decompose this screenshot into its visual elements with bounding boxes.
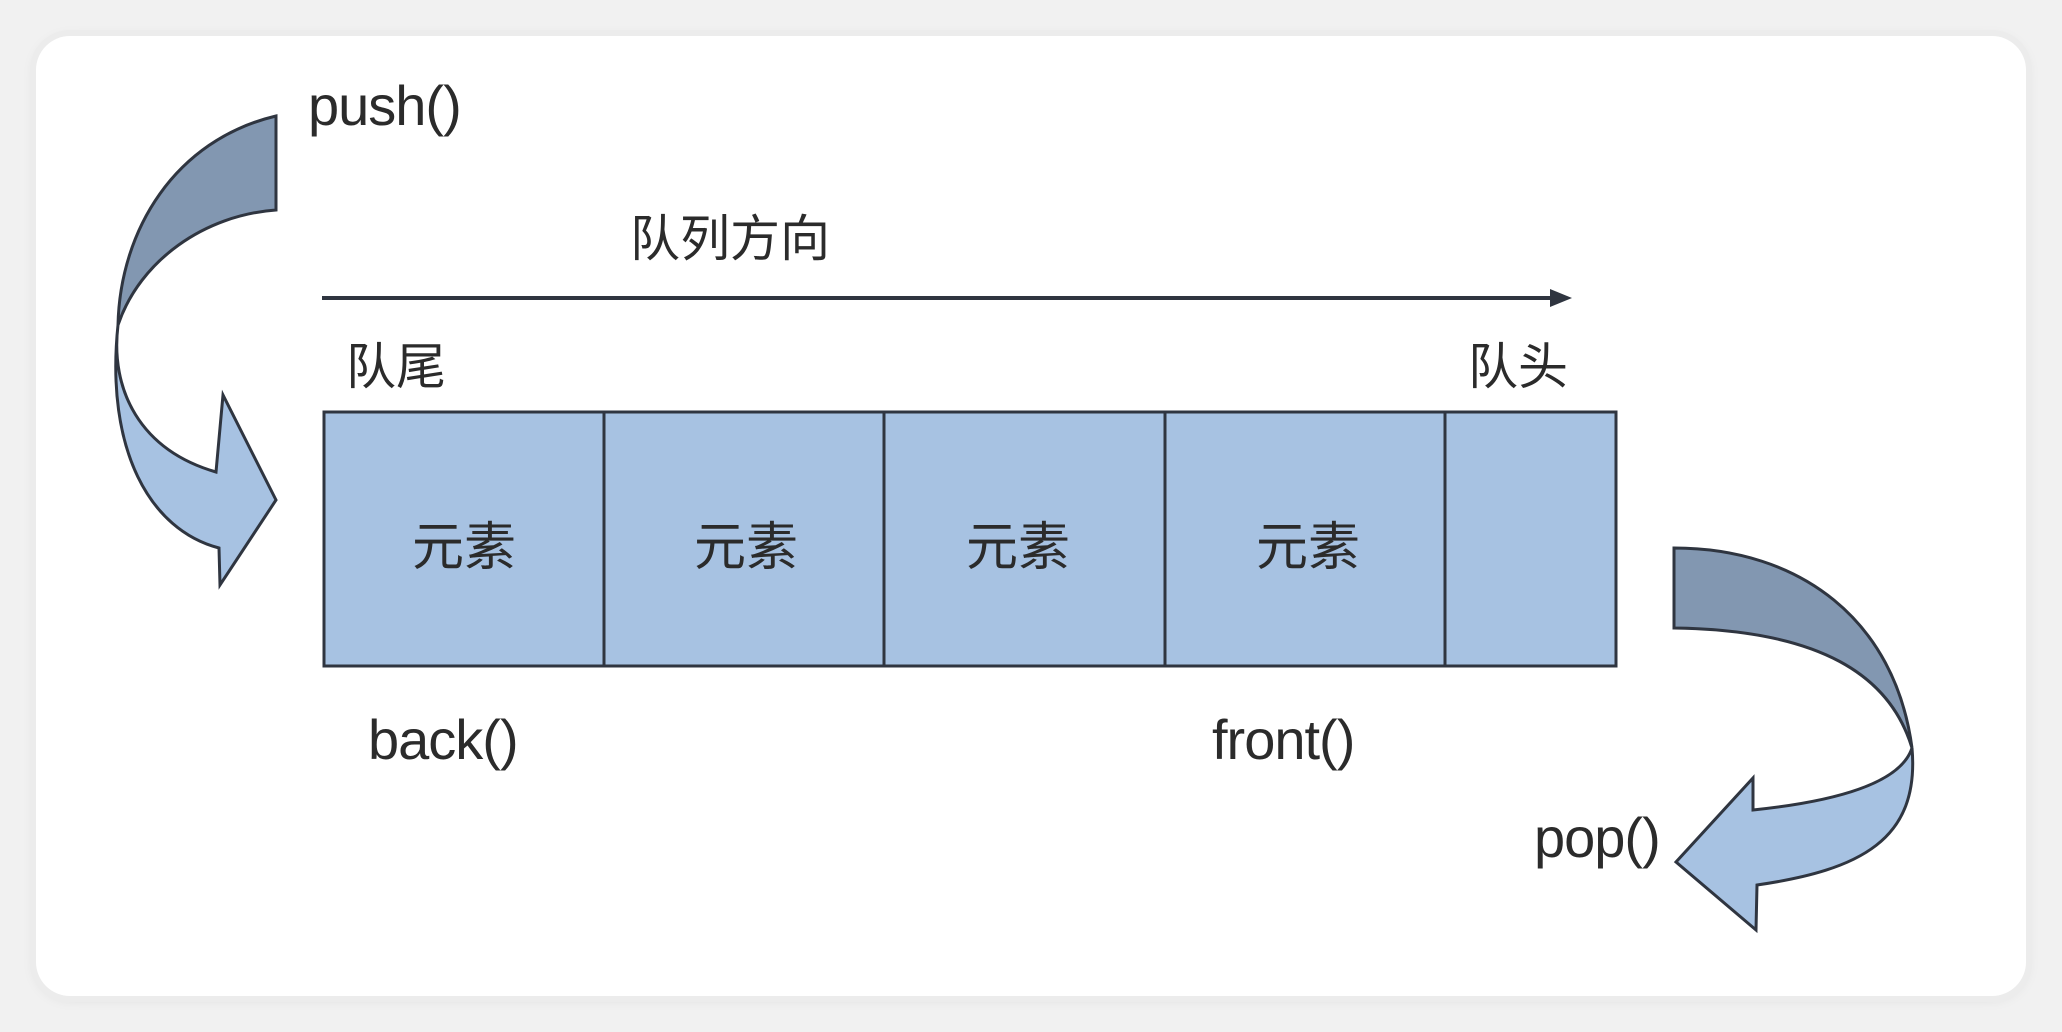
queue-cells [322, 410, 1618, 668]
cell-label-2: 元素 [694, 518, 799, 578]
push-arrow [114, 114, 278, 590]
pop-label: pop() [1534, 806, 1661, 869]
front-label: front() [1212, 708, 1355, 771]
queue-cell-1 [322, 410, 606, 668]
direction-label: 队列方向 [630, 210, 830, 268]
queue-cell-5 [1443, 410, 1618, 668]
head-label: 队头 [1468, 338, 1568, 396]
push-arrow-tail [116, 114, 278, 326]
back-label: back() [368, 708, 519, 771]
push-label: push() [308, 74, 462, 137]
direction-arrow [322, 289, 1572, 307]
push-arrow-body [114, 324, 278, 590]
pop-arrow-tail [1672, 546, 1914, 749]
cell-label-3: 元素 [966, 518, 1071, 578]
cell-label-4: 元素 [1256, 518, 1361, 578]
queue-cell-3 [882, 410, 1167, 668]
pop-arrow-body [1673, 747, 1915, 934]
tail-label: 队尾 [346, 338, 446, 396]
cell-label-1: 元素 [412, 518, 517, 578]
queue-cell-4 [1163, 410, 1447, 668]
direction-arrowhead [1550, 289, 1572, 307]
pop-arrow [1672, 546, 1915, 934]
queue-cell-2 [602, 410, 886, 668]
